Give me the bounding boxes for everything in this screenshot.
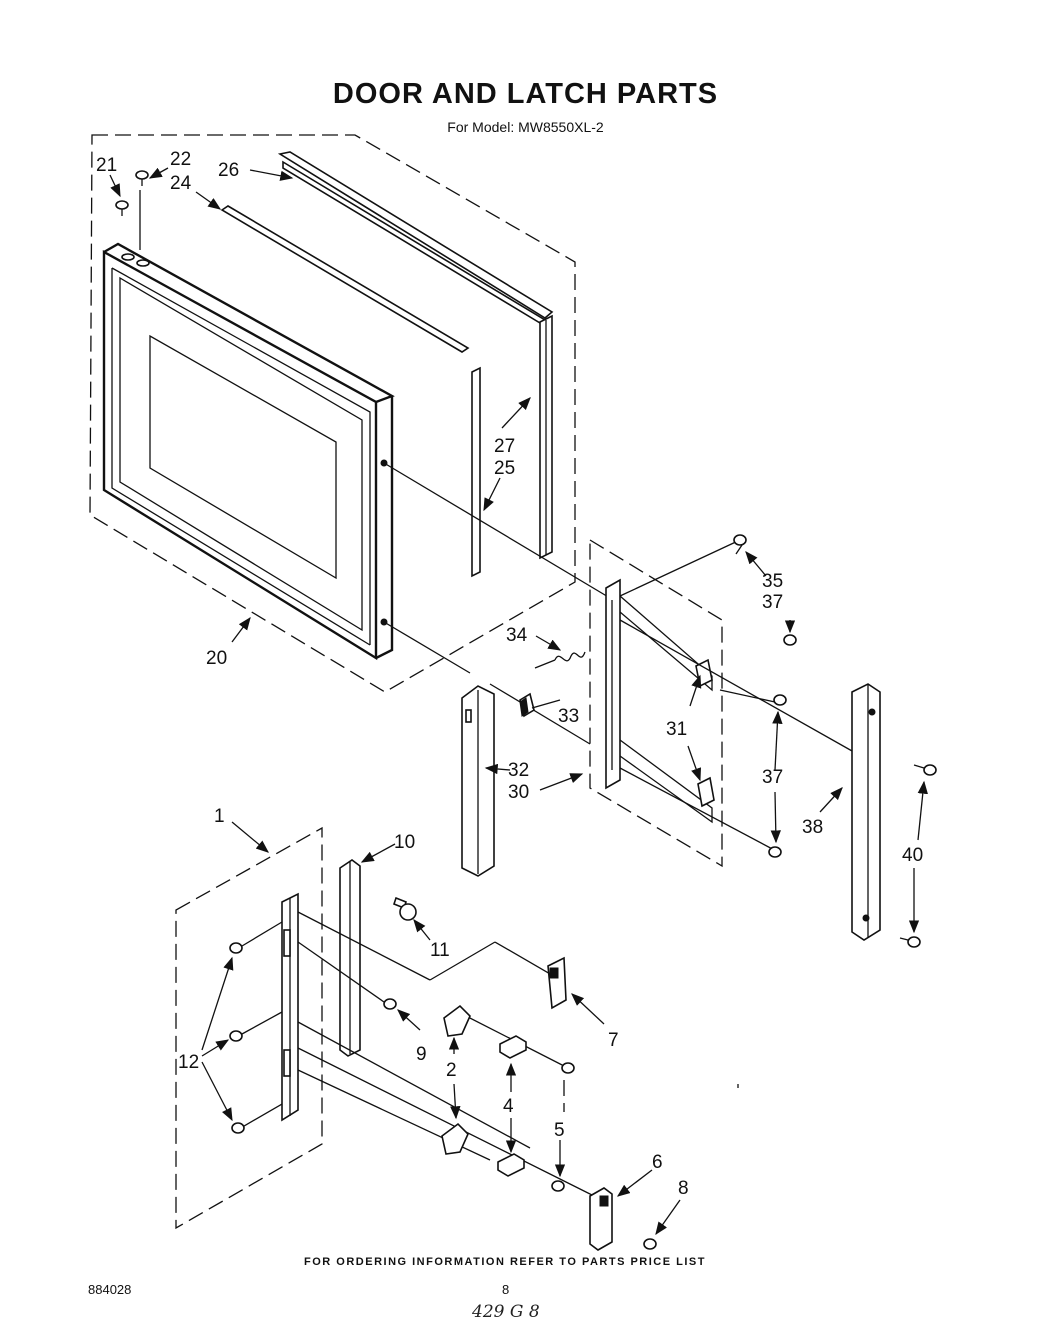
screw-part-12-top <box>229 921 283 954</box>
latch-group-outline <box>589 538 723 868</box>
screw-part-12-bottom <box>231 1103 283 1134</box>
mounting-plate <box>281 892 299 1122</box>
callout-40: 40 <box>902 845 923 866</box>
callout-38: 38 <box>802 817 823 838</box>
callout-21: 21 <box>96 155 117 176</box>
screw-part-37-top <box>783 634 797 646</box>
screw-part-12-middle <box>229 1011 283 1042</box>
ordering-info-footer: FOR ORDERING INFORMATION REFER TO PARTS … <box>304 1256 706 1268</box>
callout-31: 31 <box>666 719 687 740</box>
callout-8: 8 <box>678 1178 689 1199</box>
callout-24: 24 <box>170 173 192 194</box>
callout-4: 4 <box>503 1096 514 1117</box>
door-group-outline <box>89 134 576 693</box>
handle-part-32 <box>461 685 495 877</box>
switch-part-7 <box>547 956 567 1010</box>
latch-plate-part-30 <box>605 578 713 824</box>
side-seal-part-25 <box>471 366 481 578</box>
callout-22: 22 <box>170 149 191 170</box>
callout-35: 35 <box>762 571 783 592</box>
screw-part-40-top <box>913 764 937 776</box>
callout-7: 7 <box>608 1030 619 1051</box>
callout-27: 27 <box>494 436 515 457</box>
callout-6: 6 <box>652 1152 663 1173</box>
screw-part-37-middle <box>773 694 787 706</box>
spring-part-34 <box>534 651 586 669</box>
callout-2: 2 <box>446 1060 457 1081</box>
screw-part-9 <box>383 998 397 1010</box>
page-number: 8 <box>502 1282 510 1297</box>
choke-seal-part-24 <box>220 205 470 353</box>
door-frame-part-20 <box>102 242 395 661</box>
switch-part-6 <box>589 1187 613 1251</box>
side-seal-part-27 <box>539 314 553 560</box>
callout-12: 12 <box>178 1052 199 1073</box>
latch-assembly-outline-part-1 <box>175 826 323 1230</box>
callout-10: 10 <box>394 832 415 853</box>
screw-part-8 <box>643 1238 657 1250</box>
callout-20: 20 <box>206 648 227 669</box>
screw-part-21 <box>115 200 129 216</box>
document-number: 884028 <box>88 1282 132 1297</box>
callout-33: 33 <box>558 706 579 727</box>
screw-part-40-bottom <box>899 936 921 948</box>
callout-26: 26 <box>218 160 239 181</box>
latch-part-2-bottom <box>441 1122 469 1155</box>
callout-5: 5 <box>554 1120 565 1141</box>
callout-37-middle: 37 <box>762 767 783 788</box>
latch-lever-part-33 <box>519 692 535 718</box>
handwritten-note: 429 G 8 <box>472 1302 540 1322</box>
callout-34: 34 <box>506 625 528 646</box>
callout-11: 11 <box>430 940 450 961</box>
latch-part-2-top <box>443 1004 471 1037</box>
switch-bracket-part-10 <box>339 859 361 1057</box>
callout-9: 9 <box>416 1044 427 1065</box>
screw-part-5-top <box>561 1062 575 1074</box>
callout-30: 30 <box>508 782 529 803</box>
page-title: DOOR AND LATCH PARTS <box>332 78 719 110</box>
door-seal-part-26 <box>277 151 554 328</box>
screw-part-11 <box>393 896 417 921</box>
callout-1: 1 <box>214 806 225 827</box>
callout-37-top: 37 <box>762 592 783 613</box>
screw-part-35 <box>733 534 747 555</box>
door-handle-part-38 <box>851 683 881 941</box>
screw-part-5-bottom <box>551 1180 565 1192</box>
callout-32: 32 <box>508 760 529 781</box>
model-subtitle: For Model: MW8550XL-2 <box>447 119 604 135</box>
block-part-4-bottom <box>497 1153 525 1177</box>
block-part-4-top <box>499 1035 527 1059</box>
screw-part-22 <box>135 170 149 186</box>
screw-part-37-bottom <box>768 846 782 858</box>
callout-25: 25 <box>494 458 515 479</box>
